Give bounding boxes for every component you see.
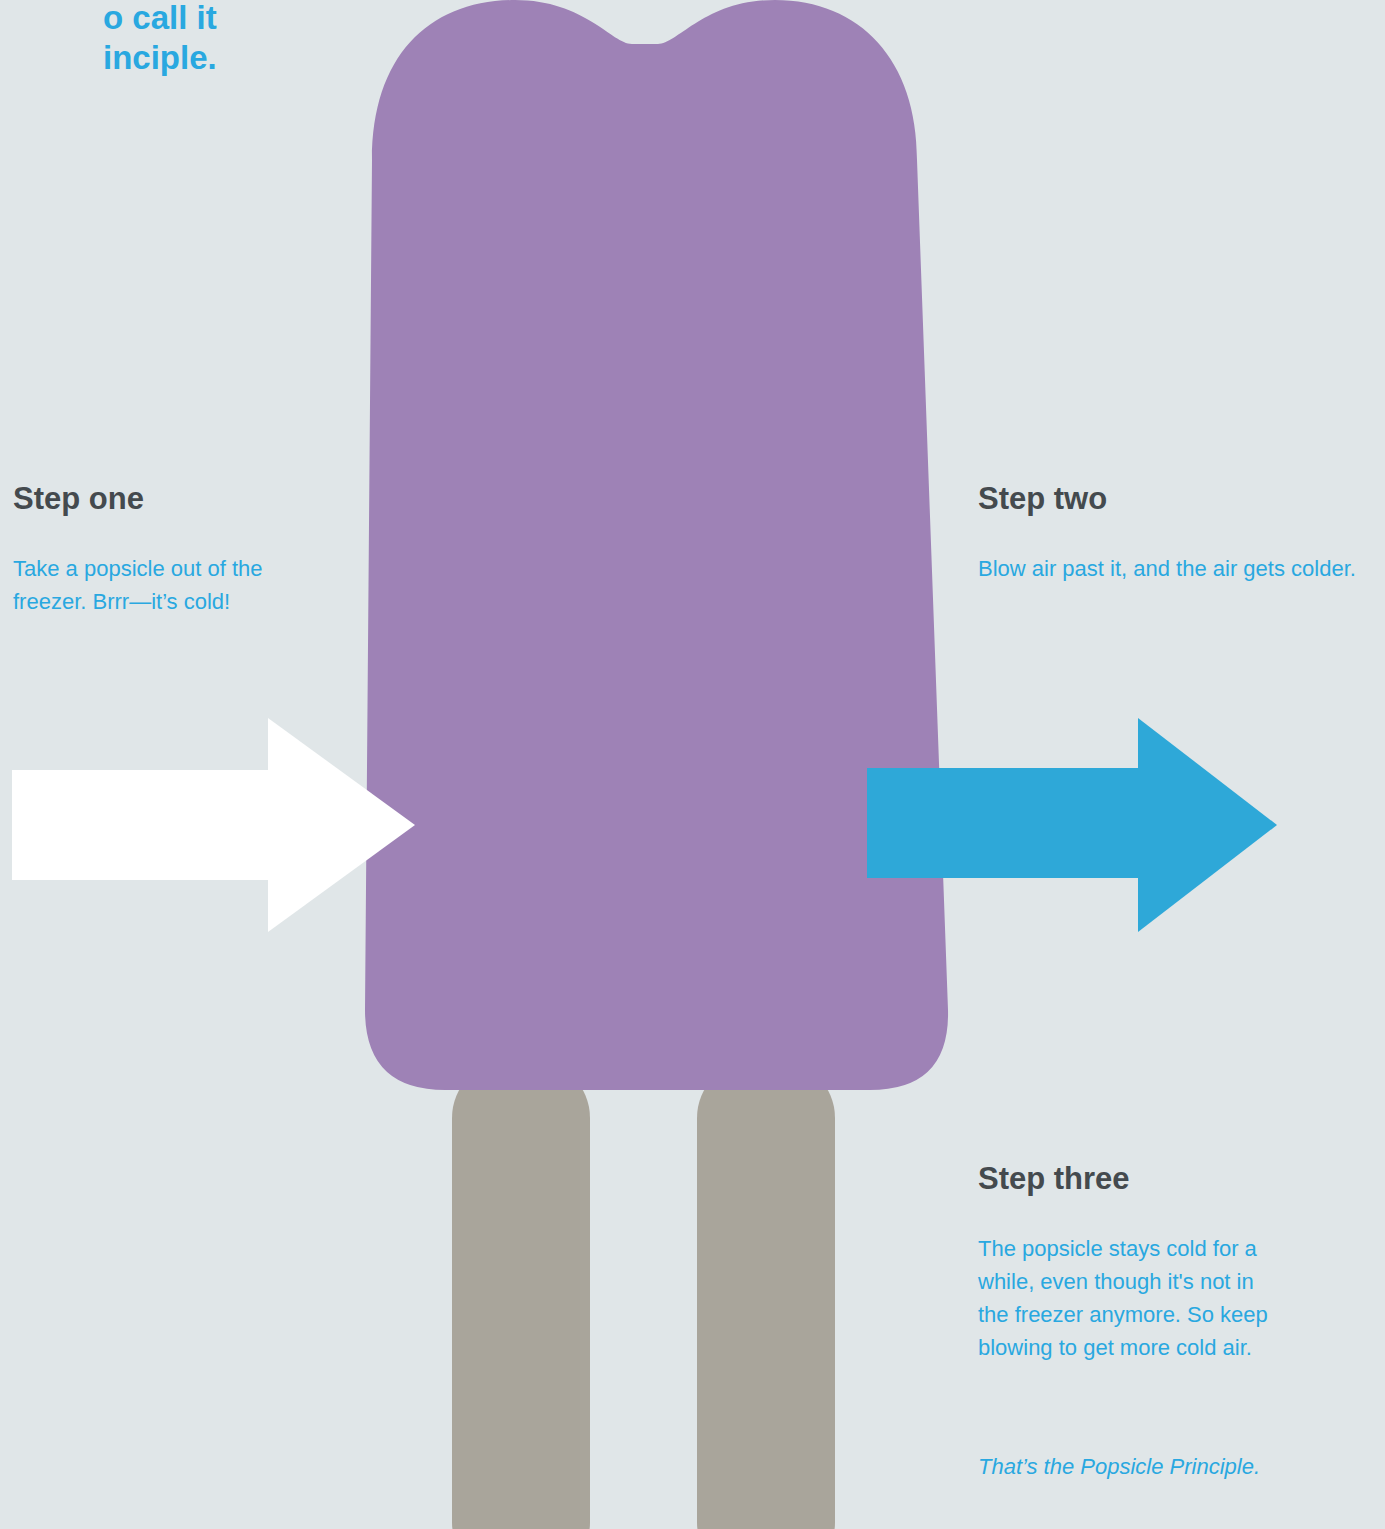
principle-note: That’s the Popsicle Principle. [978, 1450, 1378, 1483]
popsicle-stick [452, 1060, 590, 1529]
popsicle-body [365, 0, 948, 1090]
output-arrow [867, 768, 1142, 878]
step-text: The popsicle stays cold for a while, eve… [978, 1232, 1268, 1364]
output-arrow-head [1138, 718, 1277, 932]
input-arrow [12, 770, 272, 880]
step-heading: Step three [978, 1160, 1358, 1198]
step-heading: Step one [13, 480, 313, 518]
page-title: o call it inciple. [103, 0, 278, 78]
step-heading: Step two [978, 480, 1358, 518]
popsicle-stick [697, 1060, 835, 1529]
step-text: Take a popsicle out of the freezer. Brrr… [13, 552, 283, 618]
input-arrow-head [268, 718, 415, 932]
step-text: Blow air past it, and the air gets colde… [978, 552, 1358, 585]
